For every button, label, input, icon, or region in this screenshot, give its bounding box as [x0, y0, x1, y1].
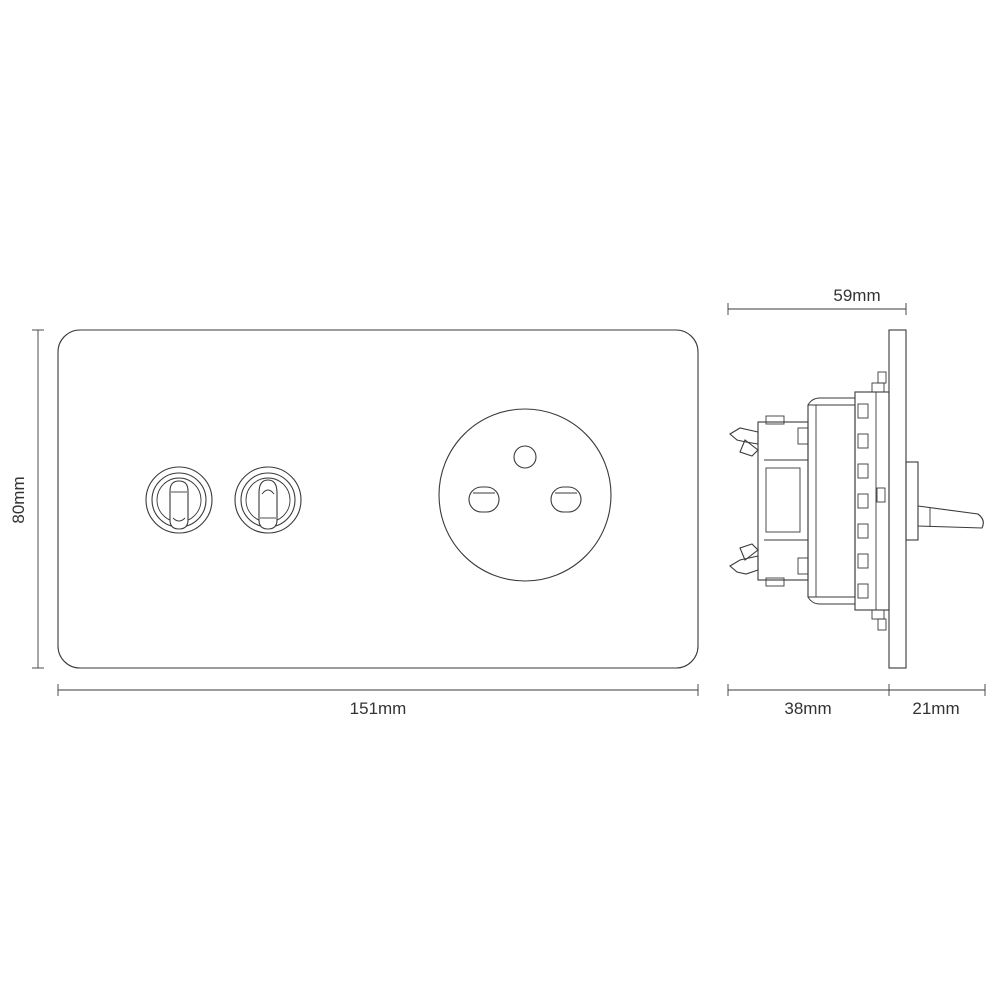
- toggle-switch-1: [145, 466, 213, 534]
- side-view: [729, 329, 984, 669]
- socket-outlet: [438, 408, 612, 582]
- back-depth-label: 38mm: [784, 699, 831, 718]
- total-depth-label: 59mm: [833, 286, 880, 305]
- side-faceplate: [888, 329, 907, 669]
- width-label: 151mm: [350, 699, 407, 718]
- front-depth-label: 21mm: [912, 699, 959, 718]
- height-dimension: 80mm: [9, 329, 44, 669]
- socket-hole-right: [550, 486, 582, 513]
- height-label: 80mm: [9, 476, 28, 523]
- front-view: [57, 329, 699, 669]
- back-depth-dimension: 38mm: [727, 684, 890, 718]
- width-dimension: 151mm: [57, 684, 699, 718]
- total-depth-dimension: 59mm: [727, 286, 907, 315]
- faceplate: [57, 329, 699, 669]
- toggle-switch-2: [234, 466, 302, 534]
- front-depth-dimension: 21mm: [889, 684, 986, 718]
- socket-hole-left: [468, 486, 500, 513]
- earth-pin: [513, 445, 537, 469]
